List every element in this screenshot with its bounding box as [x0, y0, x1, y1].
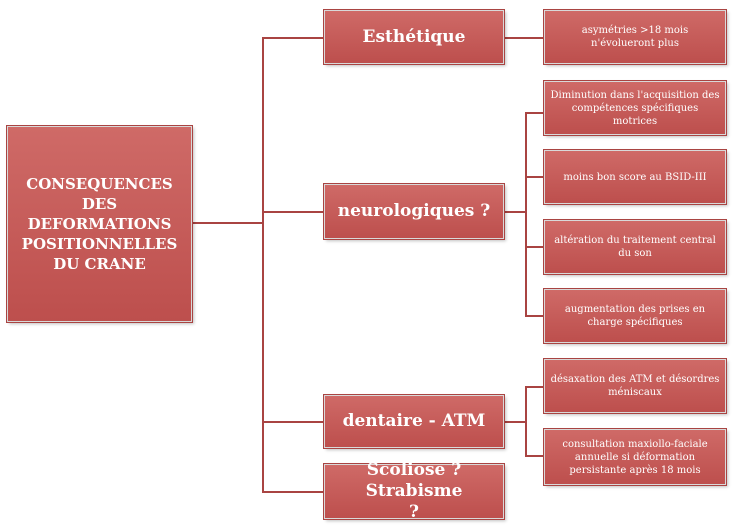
root-label: CONSEQUENCES DES DEFORMATIONS POSITIONNE… — [21, 175, 178, 273]
node-scoliose: Scoliose ? Strabisme ? — [324, 460, 504, 522]
leaf-neuro-3: altération du traitement central du son — [544, 220, 726, 274]
leaf-neuro-4: augmentation des prises en charge spécif… — [544, 289, 726, 343]
leaf-neuro-1-label: Diminution dans l'acquisition des compét… — [550, 89, 720, 127]
leaf-neuro-4-label: augmentation des prises en charge spécif… — [564, 304, 706, 328]
connector-dentaire-trunk — [525, 386, 527, 456]
connector-neuro-leaf-4 — [525, 315, 544, 317]
leaf-neuro-2: moins bon score au BSID-III — [544, 150, 726, 204]
node-dentaire: dentaire - ATM — [324, 395, 504, 448]
node-neurologiques: neurologiques ? — [324, 184, 504, 239]
connector-neuro-leaf-1 — [525, 112, 544, 114]
connector-dentaire-leaf-1 — [525, 386, 544, 388]
leaf-neuro-3-label: altération du traitement central du son — [554, 235, 716, 259]
leaf-dentaire-1: désaxation des ATM et désordres méniscau… — [544, 359, 726, 413]
connector-neuro-out — [504, 211, 526, 213]
leaf-neuro-1: Diminution dans l'acquisition des compét… — [544, 81, 726, 135]
leaf-dentaire-1-label: désaxation des ATM et désordres méniscau… — [550, 374, 720, 398]
connector-esthetique — [262, 37, 324, 39]
leaf-neuro-2-label: moins bon score au BSID-III — [563, 171, 707, 183]
node-dentaire-label: dentaire - ATM — [342, 411, 486, 431]
node-esthetique-label: Esthétique — [362, 26, 466, 47]
connector-dentaire — [262, 421, 324, 423]
leaf-dentaire-2-label: consultation maxiollo-faciale annuelle s… — [562, 438, 708, 476]
connector-dentaire-leaf-2 — [525, 455, 544, 457]
connector-neuro-leaf-3 — [525, 246, 544, 248]
leaf-dentaire-2: consultation maxiollo-faciale annuelle s… — [544, 429, 726, 485]
connector-root — [192, 222, 263, 224]
connector-trunk — [262, 37, 264, 493]
connector-scoliose — [262, 491, 324, 493]
connector-dentaire-out — [504, 421, 526, 423]
leaf-esthetique-1-label: asymétries >18 mois n'évolueront plus — [581, 25, 689, 49]
connector-neuro-trunk — [525, 112, 527, 315]
root-node: CONSEQUENCES DES DEFORMATIONS POSITIONNE… — [7, 126, 192, 322]
leaf-esthetique-1: asymétries >18 mois n'évolueront plus — [544, 10, 726, 64]
node-scoliose-label: Scoliose ? Strabisme ? — [365, 460, 463, 522]
node-neurologiques-label: neurologiques ? — [337, 201, 491, 221]
node-esthetique: Esthétique — [324, 10, 504, 64]
connector-neuro-leaf-2 — [525, 176, 544, 178]
connector-esthetique-leaf — [504, 37, 544, 39]
connector-neurologiques — [262, 211, 324, 213]
